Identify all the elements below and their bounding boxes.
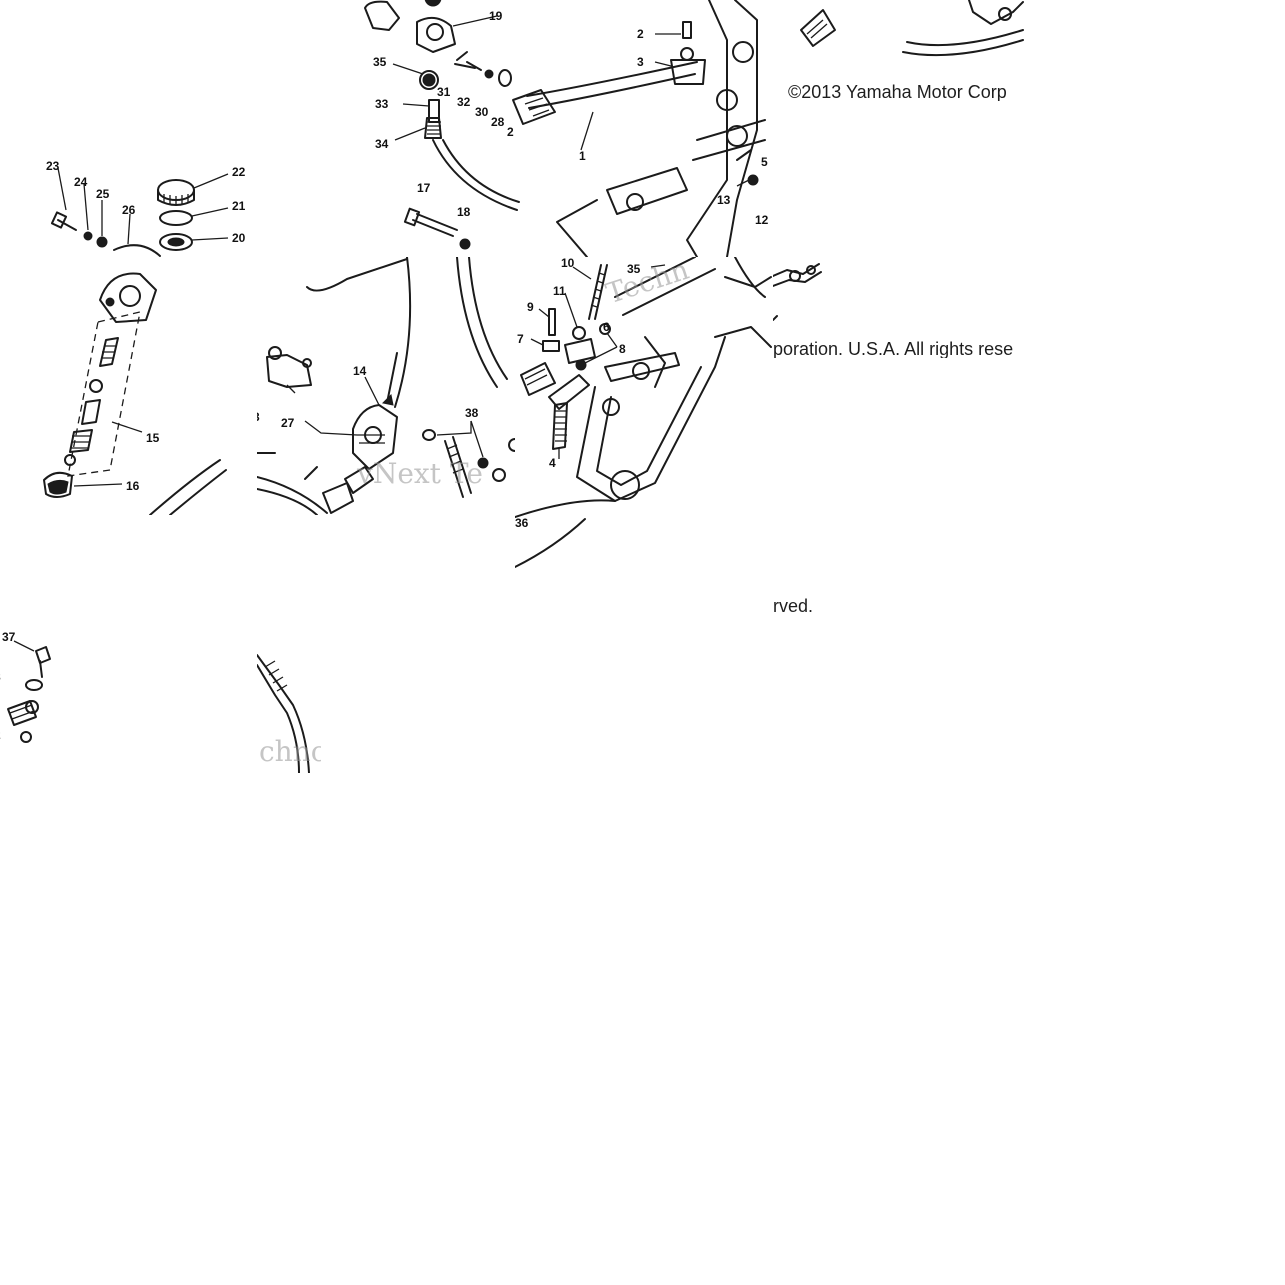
- diagram-tile-right-edge: [773, 240, 825, 330]
- callout: 31: [437, 85, 451, 99]
- diagram-tile-bottom-middle: chnc: [257, 645, 321, 773]
- callout: 25: [96, 187, 110, 201]
- callout: 35: [627, 262, 641, 276]
- callout: 8: [0, 671, 1, 683]
- callout: 35: [373, 55, 387, 69]
- callout: 34: [375, 137, 389, 151]
- copyright-text-line-2: poration. U.S.A. All rights rese: [773, 340, 1014, 358]
- callout: 5: [761, 155, 768, 169]
- callout: 28: [491, 115, 505, 129]
- callout: 17: [417, 181, 431, 195]
- callout: 6: [603, 320, 610, 334]
- copyright-text-line-1: ©2013 Yamaha Motor Corp: [788, 83, 1007, 101]
- callout: 36: [515, 516, 529, 530]
- callout: 8: [619, 342, 626, 356]
- callout: 15: [146, 431, 160, 445]
- brake-pedal-linework: [364, 0, 766, 257]
- callout: 14: [353, 364, 367, 378]
- diagram-tile-top-right: [773, 0, 1030, 80]
- callout: 10: [561, 257, 575, 270]
- callout: 21: [232, 199, 246, 213]
- callout: 22: [232, 165, 246, 179]
- caliper-linework: [257, 257, 515, 515]
- bolt-fragment-linework: [7, 640, 51, 743]
- callout: 18: [457, 205, 471, 219]
- diagram-tile-left: 23 24 25 26 22 21 20 15 16: [0, 150, 257, 515]
- diagram-tile-top-center: 19 35 31 32 30 28 2 33 34 17 18 2 3 1 5 …: [257, 0, 773, 257]
- callout: 26: [122, 203, 136, 217]
- callout: 24: [74, 175, 88, 189]
- frame-fragment-linework: [800, 0, 1024, 57]
- copyright-text-line-3: rved.: [773, 597, 814, 615]
- callout: 33: [375, 97, 389, 111]
- fragment-linework: [773, 263, 822, 321]
- diagram-tile-right-middle: Techn 10 35 11 9 7 6 8 4 36: [515, 257, 773, 583]
- callout: 30: [475, 105, 489, 119]
- callout: 7: [517, 332, 524, 346]
- callout: 27: [281, 416, 295, 430]
- callout: 38: [465, 406, 479, 420]
- diagram-tile-bottom-left: 37 8 2: [0, 625, 60, 745]
- hose-fragment-linework: [257, 654, 310, 773]
- callout: 32: [457, 95, 471, 109]
- callout: 1: [579, 149, 586, 163]
- master-cylinder-linework: [43, 167, 229, 515]
- callout: 9: [527, 300, 534, 314]
- callout: 4: [549, 456, 556, 470]
- callout: 3: [257, 411, 260, 423]
- callout: 13: [717, 193, 731, 207]
- callout: 2: [0, 729, 1, 741]
- callout: 11: [553, 284, 566, 298]
- callout: 19: [489, 9, 503, 23]
- callout: 3: [637, 55, 644, 69]
- callout: 23: [46, 159, 60, 173]
- pedal-linkage-linework: [515, 257, 772, 568]
- callout: 12: [755, 213, 769, 227]
- callout: 20: [232, 231, 246, 245]
- callout: 16: [126, 479, 140, 493]
- diagram-tile-middle: vNext Te 14 38 27 3 38: [257, 257, 515, 515]
- callout: 37: [2, 630, 16, 644]
- callout: 2: [637, 27, 644, 41]
- callout: 2: [507, 125, 514, 139]
